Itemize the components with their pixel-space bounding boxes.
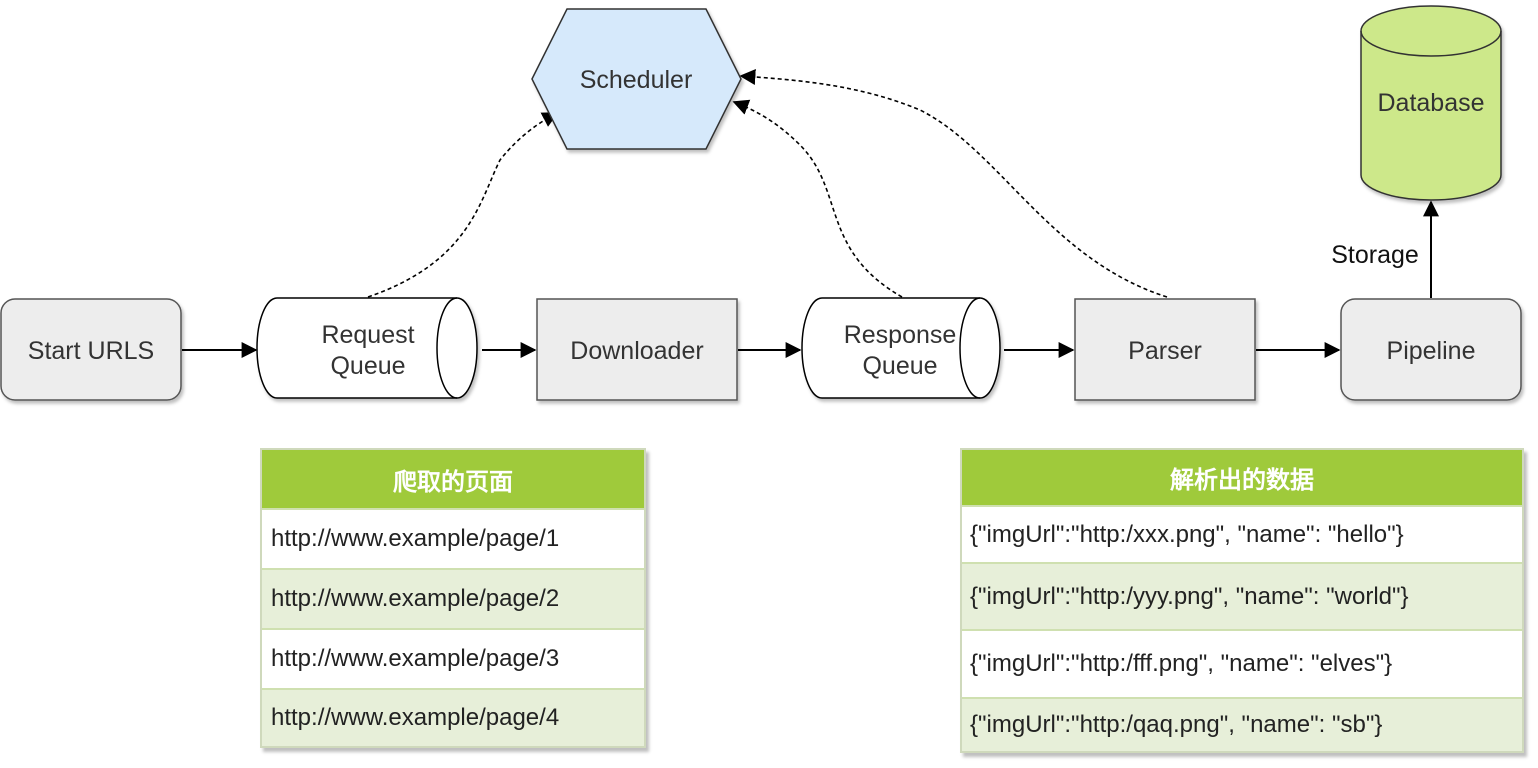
arrow-request-queue-to-scheduler [367, 112, 559, 298]
flow-arrows [182, 200, 1439, 358]
table-row: {"imgUrl":"http:/yyy.png", "name": "worl… [962, 562, 1522, 629]
request-queue-node [256, 297, 478, 399]
parsed-data-table: 解析出的数据 {"imgUrl":"http:/xxx.png", "name"… [960, 448, 1524, 753]
downloader-node [536, 298, 738, 401]
crawled-pages-table: 爬取的页面 http://www.example/page/1 http://w… [260, 448, 646, 748]
table-row: http://www.example/page/4 [262, 688, 644, 746]
table-row: {"imgUrl":"http:/xxx.png", "name": "hell… [962, 505, 1522, 562]
downloader-label: Downloader [570, 337, 703, 365]
database-label: Database [1377, 89, 1484, 117]
scheduler-arrows [367, 68, 1168, 298]
request-queue-label-line2: Queue [330, 352, 405, 380]
arrow-response-queue-to-scheduler [732, 99, 903, 298]
table-row: http://www.example/page/2 [262, 568, 644, 628]
parser-label: Parser [1128, 337, 1202, 365]
start-urls-node [0, 298, 182, 401]
table-row: {"imgUrl":"http:/qaq.png", "name": "sb"} [962, 697, 1522, 751]
crawled-pages-title: 爬取的页面 [262, 450, 644, 508]
pipeline-label: Pipeline [1387, 337, 1476, 365]
table-row: http://www.example/page/3 [262, 628, 644, 688]
parser-node [1074, 298, 1256, 401]
storage-label: Storage [1331, 241, 1419, 269]
parsed-data-title: 解析出的数据 [962, 450, 1522, 505]
table-row: {"imgUrl":"http:/fff.png", "name": "elve… [962, 629, 1522, 697]
database-node [1360, 5, 1502, 201]
response-queue-label-line1: Response [844, 321, 957, 349]
request-queue-label-line1: Request [321, 321, 414, 349]
response-queue-label-line2: Queue [862, 352, 937, 380]
start-urls-label: Start URLS [28, 337, 154, 365]
response-queue-node [801, 297, 1001, 399]
pipeline-node [1340, 298, 1522, 401]
table-row: http://www.example/page/1 [262, 508, 644, 568]
scheduler-label: Scheduler [580, 66, 693, 94]
scheduler-node [531, 8, 742, 150]
arrow-parser-to-scheduler [739, 68, 1168, 298]
